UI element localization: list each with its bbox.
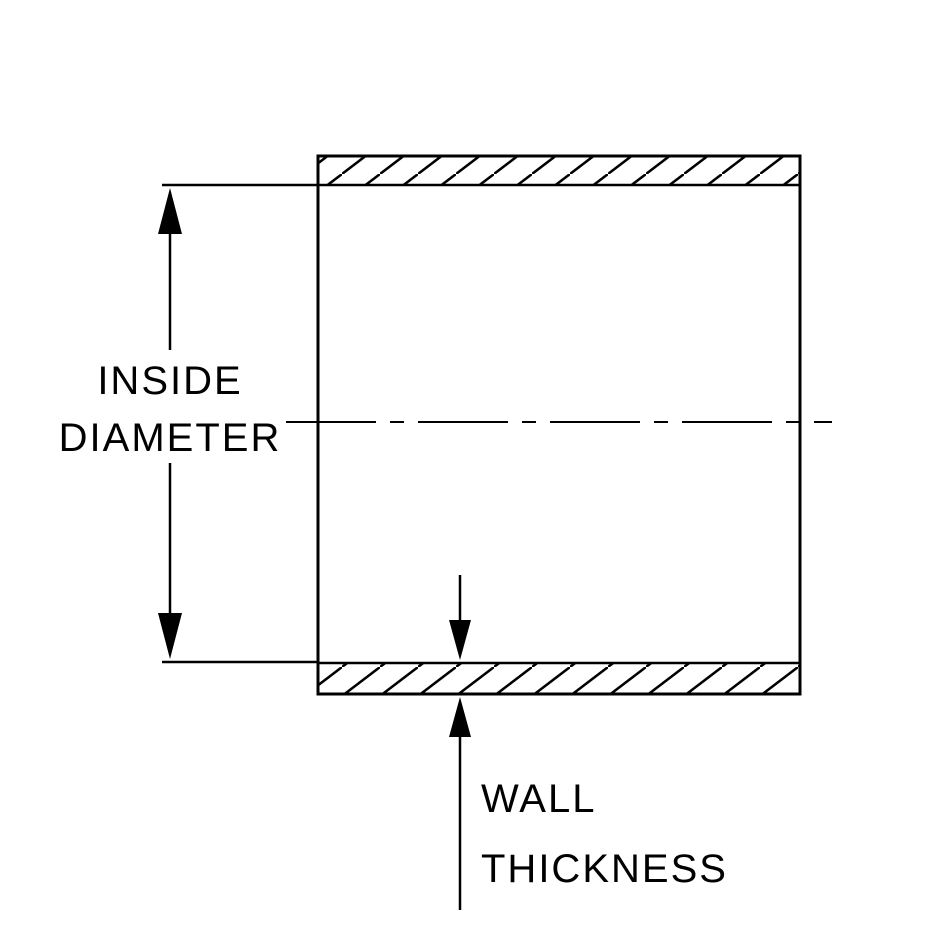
wall-thickness-label-line2: THICKNESS [481,847,728,891]
top-wall-hatch [318,156,800,185]
wall-thickness-label-line1: WALL [481,777,596,821]
wall-thickness-arrow-down-icon [449,620,471,660]
bottom-wall-outline [316,661,802,696]
tube-body-outline [316,154,802,696]
wall-thickness-arrow-up-icon [449,697,471,737]
arrow-up-icon [158,188,182,234]
inside-diameter-label-line1: INSIDE [97,359,242,403]
inside-diameter-label-line2: DIAMETER [59,416,282,460]
top-wall-outline [316,154,802,187]
arrow-down-icon [158,613,182,659]
bottom-wall-hatch [318,663,800,694]
